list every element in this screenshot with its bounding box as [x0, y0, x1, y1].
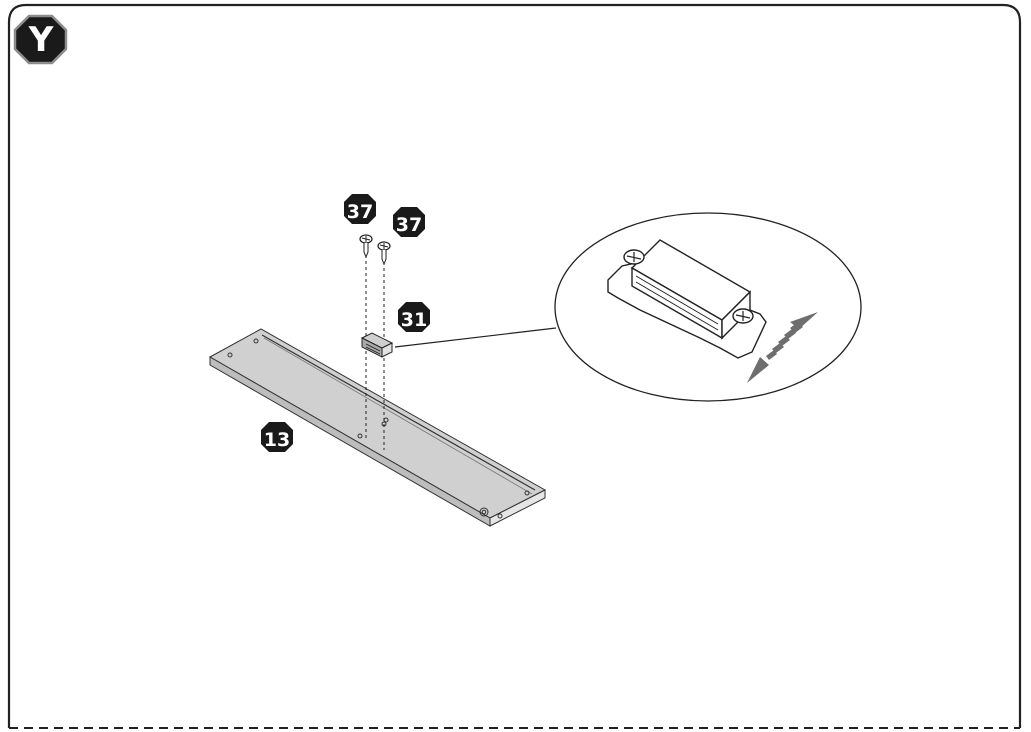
badge-31: 31: [398, 302, 430, 332]
panel-hole: [227, 352, 233, 358]
part-number-label: 37: [396, 214, 422, 236]
badge-13: 13: [261, 422, 293, 452]
screw-shank: [381, 250, 387, 266]
panel-groove: [261, 334, 536, 491]
detail-leader-line: [394, 327, 557, 348]
latch-side: [381, 342, 393, 358]
step-badge: Y: [13, 14, 68, 65]
step-letter: Y: [28, 20, 54, 60]
octagon-icon: [261, 422, 293, 452]
panel-top-face: [208, 328, 547, 519]
octagon-icon: [393, 207, 425, 237]
part-number-label: 13: [264, 429, 290, 451]
octagon-icon: [13, 14, 68, 65]
octagon-icon: [398, 302, 430, 332]
panel-side-edge: [489, 489, 546, 527]
part-number-label: 37: [347, 201, 373, 223]
screw-37-a: [359, 234, 373, 259]
adjust-arrow-icon: [747, 312, 818, 383]
panel-cam-hole: [481, 509, 487, 515]
screw-37-b: [377, 241, 391, 266]
octagon-icon: [344, 194, 376, 224]
panel-hole: [524, 490, 530, 496]
panel-hole: [357, 433, 363, 439]
panel-13: [208, 328, 547, 527]
badge-37-b: 37: [393, 207, 425, 237]
detail-callout: [554, 212, 862, 402]
panel-hole: [497, 513, 503, 519]
screw-shank: [363, 243, 369, 259]
badge-37-a: 37: [344, 194, 376, 224]
step-frame: [7, 3, 1022, 728]
latch-body-groove: [635, 275, 719, 325]
panel-cam-hole: [479, 507, 489, 517]
latch-body-groove: [635, 281, 719, 331]
part-number-label: 31: [401, 309, 427, 331]
panel-hole: [253, 338, 259, 344]
panel-groove-2: [263, 337, 533, 495]
latch-rib: [365, 346, 381, 355]
latch-31: [360, 332, 394, 358]
latch-rib: [365, 343, 381, 352]
